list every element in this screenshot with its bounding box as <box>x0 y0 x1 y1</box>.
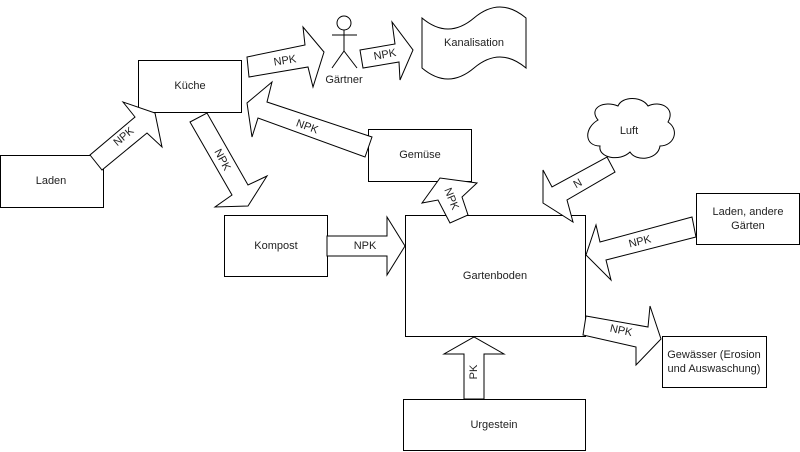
node-kanalisation[interactable]: Kanalisation <box>421 6 527 80</box>
arrow-urgestein-to-gartenboden[interactable]: PK <box>442 336 506 400</box>
node-gaertner[interactable]: Gärtner <box>325 15 363 86</box>
node-label: Luft <box>620 125 638 137</box>
node-gartenboden[interactable]: Gartenboden <box>405 215 586 337</box>
arrow-kueche-to-gaertner[interactable]: NPK <box>246 25 325 89</box>
arrow-luft-to-gartenboden[interactable]: N <box>542 156 616 224</box>
arrow-gaertner-to-kanalisation[interactable]: NPK <box>359 20 414 81</box>
node-label: Kanalisation <box>444 37 504 49</box>
arrow-kompost-to-gartenboden[interactable]: NPK <box>326 215 406 277</box>
arrow-label: NPK <box>354 240 377 252</box>
node-gemuese[interactable]: Gemüse <box>368 129 472 182</box>
arrow-label: PK <box>468 364 480 379</box>
node-label: Gärtner <box>325 74 363 86</box>
node-label: Urgestein <box>470 419 517 431</box>
node-label: Kompost <box>254 240 297 252</box>
arrow-label: NPK <box>373 47 398 63</box>
node-label: Laden, andere <box>713 206 784 218</box>
arrow-laden-andere-to-gartenboden[interactable]: NPK <box>585 216 697 282</box>
node-label: und Auswaschung) <box>668 363 761 375</box>
node-label: Gartenboden <box>463 270 527 282</box>
arrow-gartenboden-to-gemuese[interactable]: NPK <box>420 177 479 224</box>
arrow-label: NPK <box>273 53 298 68</box>
arrow-label: NPK <box>628 233 653 250</box>
node-urgestein[interactable]: Urgestein <box>403 399 586 451</box>
node-label: Gemüse <box>399 149 441 161</box>
node-laden-andere-gaerten[interactable]: Laden, andere Gärten <box>696 193 800 245</box>
node-label: Gewässer (Erosion <box>667 349 761 361</box>
node-luft[interactable]: Luft <box>587 98 675 159</box>
node-laden[interactable]: Laden <box>0 155 104 208</box>
node-kueche[interactable]: Küche <box>138 60 242 113</box>
node-label: Gärten <box>731 220 765 232</box>
person-icon <box>331 15 358 69</box>
arrow-kueche-to-kompost[interactable]: NPK <box>189 112 269 208</box>
node-label: Laden <box>36 175 67 187</box>
node-kompost[interactable]: Kompost <box>224 215 328 277</box>
arrow-gemuese-to-kueche[interactable]: NPK <box>246 80 373 158</box>
node-label: Küche <box>174 80 205 92</box>
arrow-gartenboden-to-gewaesser[interactable]: NPK <box>582 305 662 367</box>
node-gewaesser[interactable]: Gewässer (Erosion und Auswaschung) <box>662 336 767 388</box>
arrow-label: NPK <box>609 323 634 340</box>
arrow-laden-to-kueche[interactable]: NPK <box>89 100 163 171</box>
